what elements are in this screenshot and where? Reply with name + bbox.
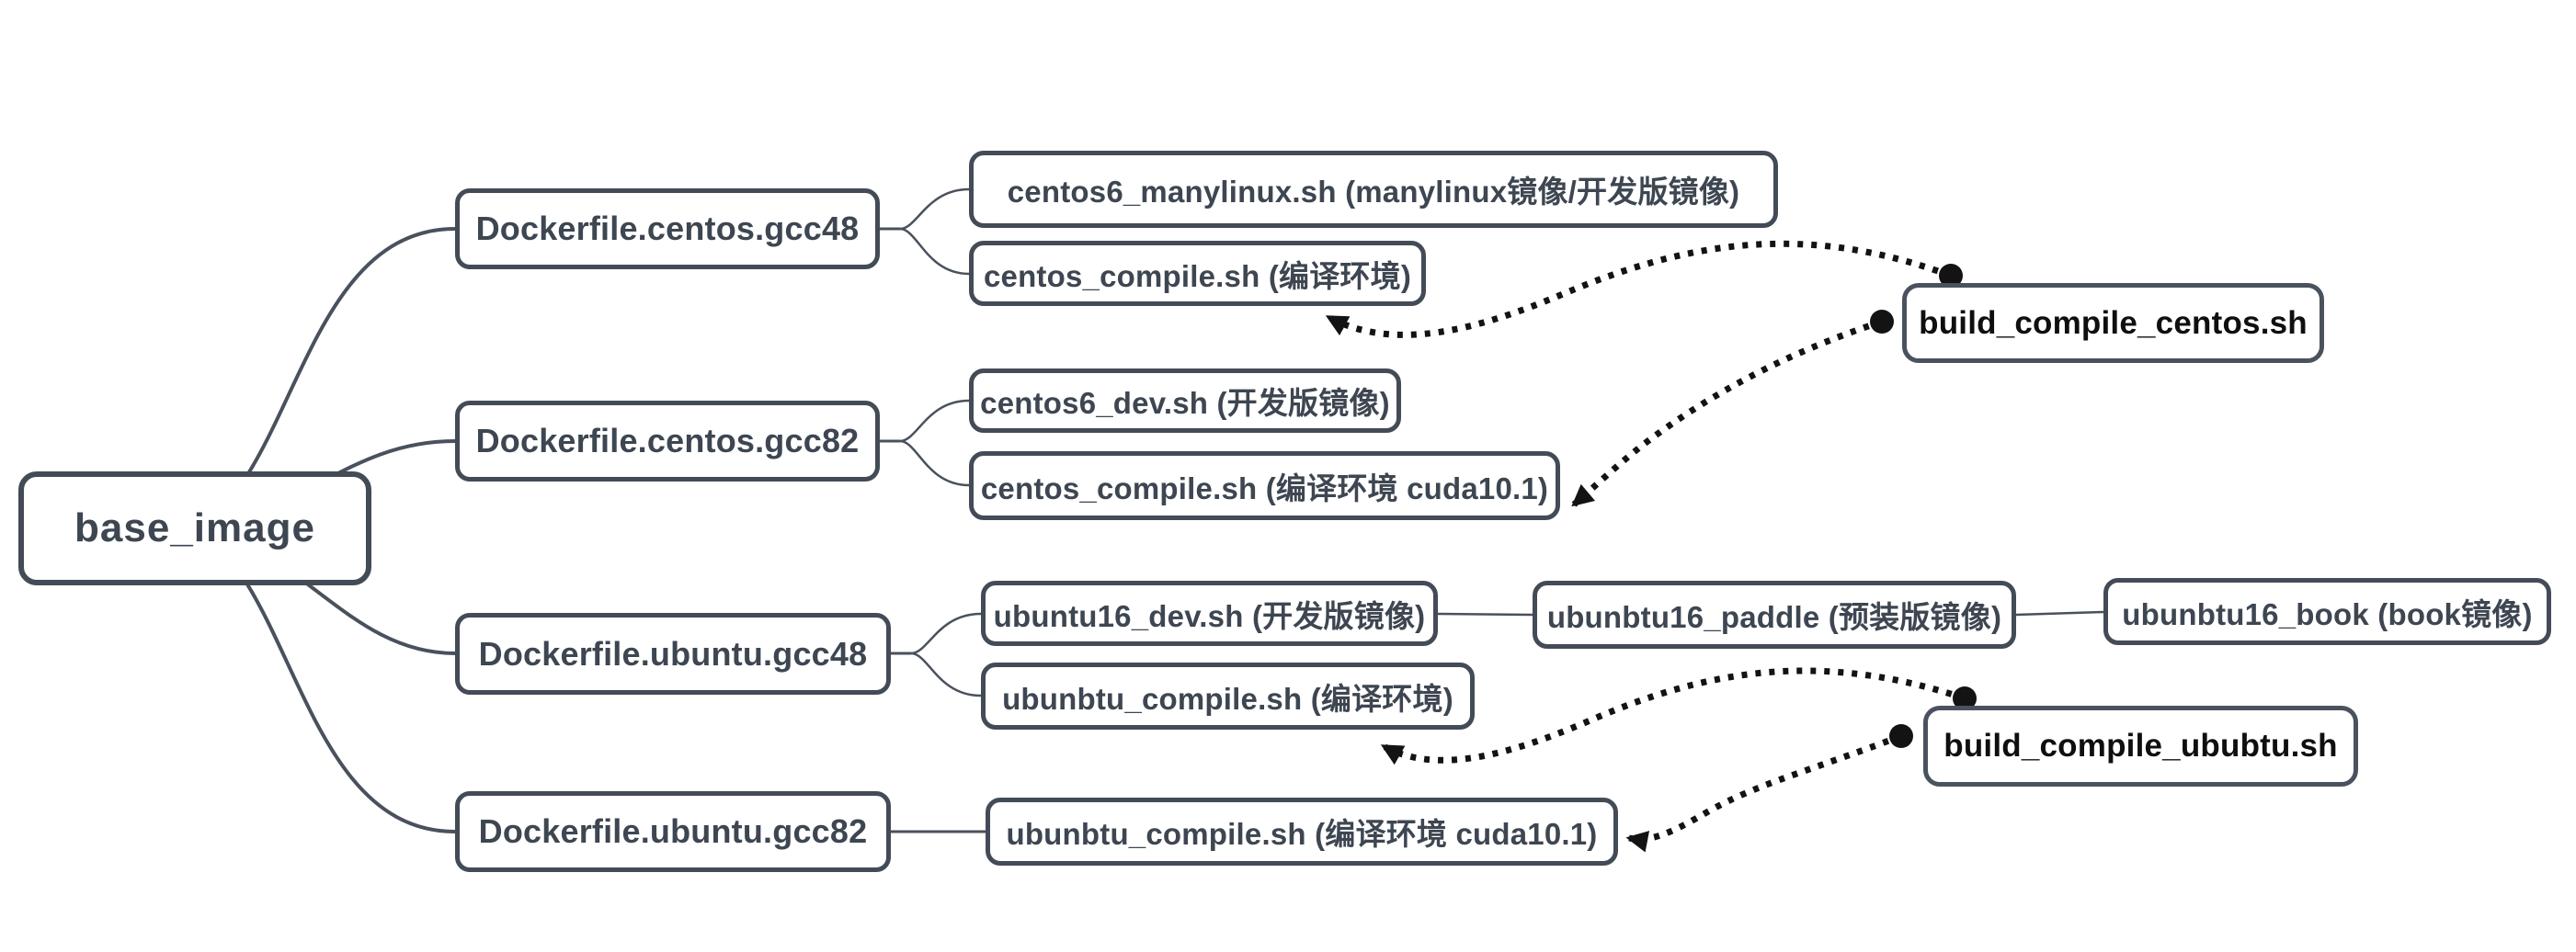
arrow-dot [1953, 686, 1977, 710]
node-ubunbtu-compile-cuda-label: ubunbtu_compile.sh (编译环境 cuda10.1) [1006, 817, 1598, 851]
node-base-image: base_image [18, 471, 371, 585]
node-dockerfile-centos-gcc82-label: Dockerfile.centos.gcc82 [475, 422, 860, 459]
node-ubunbtu-compile: ubunbtu_compile.sh (编译环境) [981, 663, 1475, 730]
arrow-buildububtu-to-ubunbtu-compile [1380, 667, 1966, 765]
edge-paddle-book [2015, 610, 2104, 617]
arrow-source-dots [1870, 264, 1977, 748]
node-ubunbtu16-book: ubunbtu16_book (book镜像) [2103, 578, 2551, 645]
edge-ubuntu-gcc48-compile [910, 652, 982, 697]
node-centos-compile-cuda: centos_compile.sh (编译环境 cuda10.1) [969, 451, 1560, 520]
node-build-compile-centos: build_compile_centos.sh [1902, 283, 2324, 363]
arrow-dot [1889, 724, 1913, 748]
node-dockerfile-ubuntu-gcc48: Dockerfile.ubuntu.gcc48 [455, 613, 891, 695]
node-ubunbtu16-paddle-label: ubunbtu16_paddle (预装版镜像) [1546, 600, 2002, 634]
arrow-dot [1939, 264, 1963, 288]
node-ubunbtu-compile-cuda: ubunbtu_compile.sh (编译环境 cuda10.1) [986, 798, 1618, 866]
node-build-compile-ububtu-label: build_compile_ububtu.sh [1943, 728, 2338, 764]
node-centos6-dev-label: centos6_dev.sh (开发版镜像) [980, 386, 1390, 420]
node-ubunbtu16-book-label: ubunbtu16_book (book镜像) [2122, 596, 2533, 631]
node-centos6-dev: centos6_dev.sh (开发版镜像) [969, 368, 1401, 433]
edge-centos-gcc48-manylinux [899, 187, 970, 231]
node-dockerfile-ubuntu-gcc48-label: Dockerfile.ubuntu.gcc48 [478, 634, 868, 673]
edge-centos-gcc48-compile [899, 227, 970, 276]
arrow-buildcentos-to-centos-compile [1325, 240, 1953, 338]
node-ubuntu16-dev-label: ubuntu16_dev.sh (开发版镜像) [993, 598, 1426, 633]
arrow-buildububtu-to-ubunbtu-compile-cuda [1625, 732, 1903, 853]
edge-centos-gcc82-dev [899, 399, 970, 443]
node-dockerfile-ubuntu-gcc82: Dockerfile.ubuntu.gcc82 [455, 791, 891, 872]
node-dockerfile-centos-gcc82: Dockerfile.centos.gcc82 [455, 401, 880, 482]
node-ubunbtu16-paddle: ubunbtu16_paddle (预装版镜像) [1533, 581, 2016, 649]
node-centos6-manylinux-label: centos6_manylinux.sh (manylinux镜像/开发版镜像) [1007, 175, 1740, 209]
node-centos-compile-label: centos_compile.sh (编译环境) [983, 258, 1412, 293]
node-dockerfile-ubuntu-gcc82-label: Dockerfile.ubuntu.gcc82 [478, 812, 868, 850]
node-base-image-label: base_image [74, 505, 315, 550]
node-ubuntu16-dev: ubuntu16_dev.sh (开发版镜像) [981, 581, 1438, 646]
node-centos-compile: centos_compile.sh (编译环境) [969, 241, 1426, 306]
node-build-compile-ububtu: build_compile_ububtu.sh [1923, 706, 2358, 787]
node-build-compile-centos-label: build_compile_centos.sh [1919, 304, 2308, 341]
node-dockerfile-centos-gcc48: Dockerfile.centos.gcc48 [455, 188, 880, 269]
edge-centos-gcc82-compile-cuda [899, 439, 970, 487]
node-ubunbtu-compile-label: ubunbtu_compile.sh (编译环境) [1002, 681, 1453, 716]
arrow-dot [1870, 310, 1894, 334]
edge-ubuntu16-dev-paddle [1437, 612, 1533, 617]
child-links [880, 187, 2104, 833]
node-dockerfile-centos-gcc48-label: Dockerfile.centos.gcc48 [475, 210, 860, 247]
arrow-buildcentos-to-centos-compile-cuda [1571, 318, 1884, 507]
dependency-arrows [1325, 240, 1966, 853]
node-centos6-manylinux: centos6_manylinux.sh (manylinux镜像/开发版镜像) [969, 151, 1778, 228]
edge-ubuntu-gcc48-dev [910, 612, 982, 655]
node-centos-compile-cuda-label: centos_compile.sh (编译环境 cuda10.1) [980, 470, 1549, 505]
